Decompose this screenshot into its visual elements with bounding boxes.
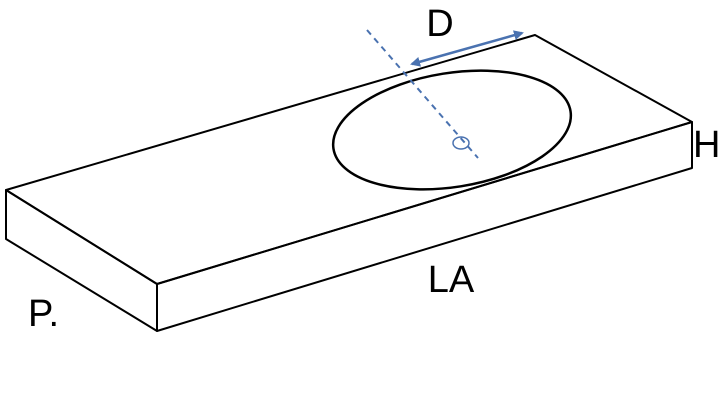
label-depth: P. xyxy=(28,293,59,335)
basin-ellipse xyxy=(331,69,573,191)
drain-hole xyxy=(452,136,470,150)
label-height: H xyxy=(693,124,720,166)
label-length: LA xyxy=(428,259,475,301)
diameter-dimension-arrow xyxy=(410,30,524,67)
slab-front-face xyxy=(156,121,693,332)
label-diameter: D xyxy=(426,3,453,45)
slab-side-face xyxy=(5,189,158,332)
slab-top-face xyxy=(5,34,693,285)
